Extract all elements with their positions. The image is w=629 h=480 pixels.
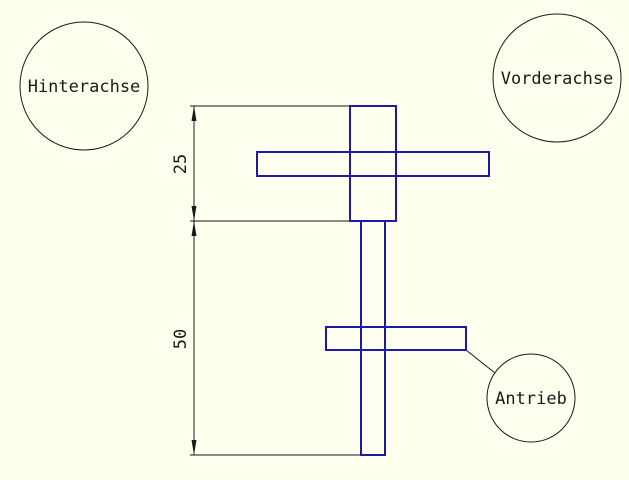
rear-axle-circle: [19, 21, 149, 151]
drive-label: Antrieb: [495, 389, 567, 409]
lower-crossbar: [325, 326, 467, 351]
arrowhead-upper-top: [191, 106, 197, 121]
arrowhead-lower-bottom: [191, 440, 197, 455]
arrowhead-lower-top: [191, 221, 197, 236]
dimension-upper: 25: [171, 105, 350, 222]
front-axle-bubble: Vorderachse: [492, 13, 622, 143]
arrowhead-upper-bottom: [191, 206, 197, 221]
dimension-lower-value: 50: [171, 329, 191, 349]
vertical-shaft: [360, 220, 386, 456]
front-axle-label: Vorderachse: [501, 69, 614, 89]
upper-crossbar: [256, 151, 490, 177]
rear-axle-label: Hinterachse: [28, 77, 141, 97]
front-axle-circle: [492, 13, 622, 143]
dimension-lower: 50: [171, 221, 361, 456]
drive-circle: [486, 353, 576, 443]
drive-bubble: Antrieb: [465, 349, 576, 443]
shaft-assembly: [256, 105, 490, 456]
rear-axle-bubble: Hinterachse: [19, 21, 149, 151]
dimension-upper-value: 25: [171, 154, 191, 174]
drive-leader-line: [465, 349, 496, 374]
